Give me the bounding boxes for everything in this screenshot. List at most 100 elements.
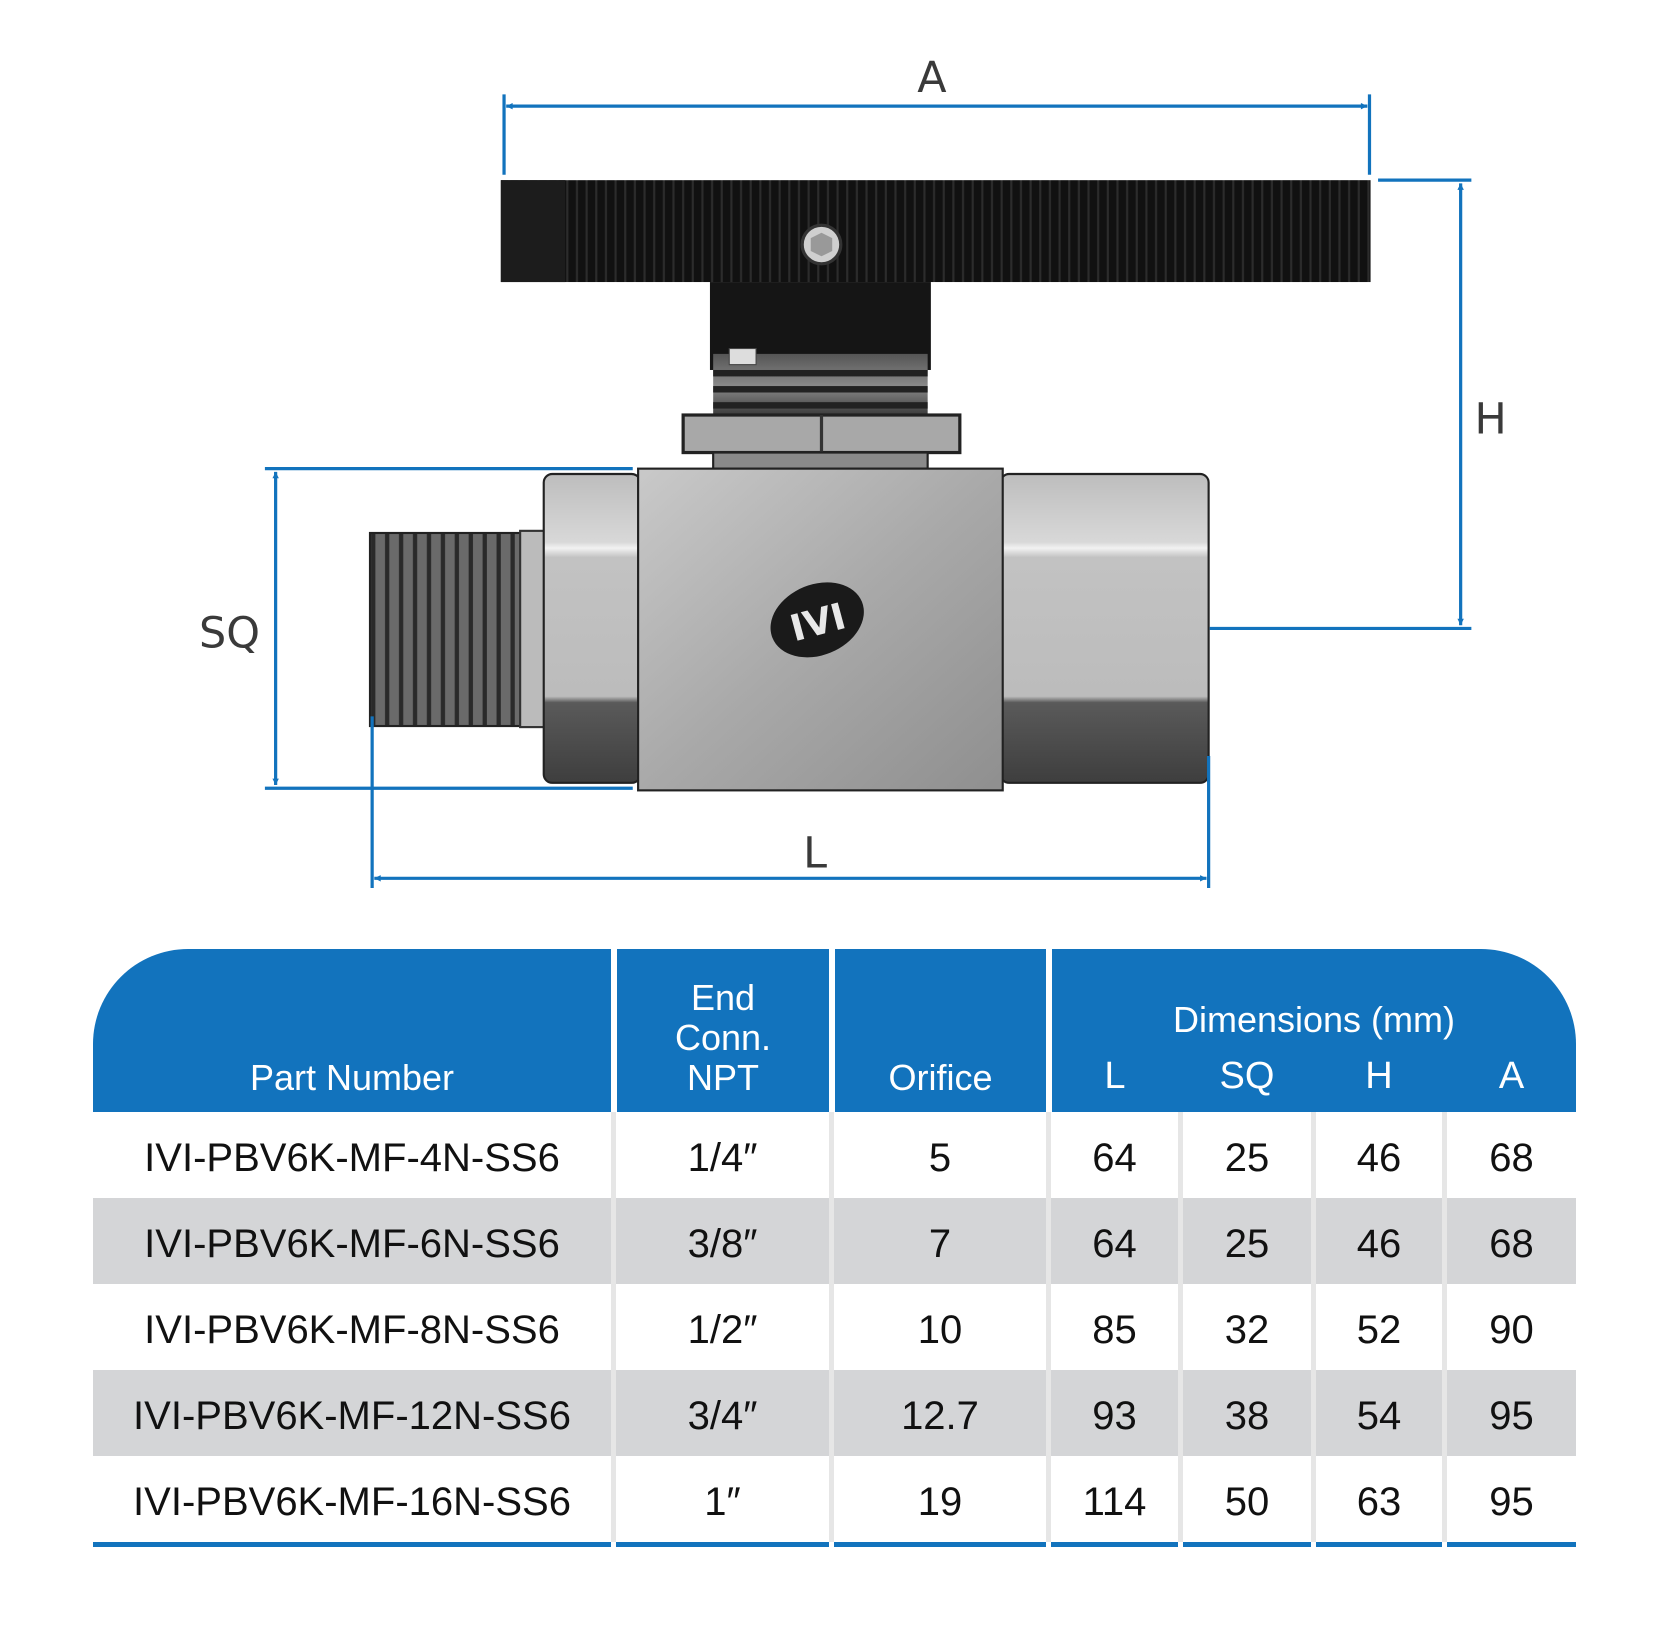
column-divider [611,1370,616,1456]
column-divider [1311,1198,1316,1284]
dimension-label-L: L [803,829,827,879]
column-divider [829,1284,834,1370]
header-end-conn-line1: End [690,977,756,1018]
valve-dimension-drawing: IVI A H SQ L [199,53,1507,888]
column-divider [1442,1112,1447,1198]
header-L: L [1104,1055,1126,1097]
header-orifice-label: Orifice [888,1057,993,1098]
cell-dim-A: 90 [1447,1284,1576,1370]
cell-end-conn: 1″ [616,1456,829,1542]
cell-dim-H: 46 [1316,1112,1442,1198]
column-divider [611,1284,616,1370]
cell-dim-L: 114 [1051,1456,1178,1542]
cell-end-conn: 3/8″ [616,1198,829,1284]
cell-end-conn: 3/4″ [616,1370,829,1456]
dimension-SQ [264,467,633,790]
column-divider [829,1112,834,1198]
table-header: Part Number End Conn. NPT Orifice Dimens… [93,949,1576,1112]
header-H: H [1365,1055,1393,1097]
header-dimensions: Dimensions (mm) [1172,999,1456,1040]
dimension-A [502,94,1372,175]
column-divider [1178,1284,1183,1370]
column-divider [1178,1198,1183,1284]
header-dimensions-group: Dimensions (mm) L SQ H A [1052,949,1576,1112]
cell-dim-A: 68 [1447,1198,1576,1284]
cell-dim-A: 95 [1447,1456,1576,1542]
cell-dim-SQ: 50 [1183,1456,1311,1542]
cell-dim-H: 63 [1316,1456,1442,1542]
bottom-rule-segment [1051,1542,1178,1547]
cell-dim-L: 64 [1051,1112,1178,1198]
cell-dim-H: 52 [1316,1284,1442,1370]
cell-dim-L: 85 [1051,1284,1178,1370]
dimension-label-H: H [1475,394,1507,444]
header-orifice: Orifice [835,949,1046,1112]
column-divider [1311,1112,1316,1198]
column-divider [1046,1284,1051,1370]
cell-end-conn: 1/2″ [616,1284,829,1370]
dimension-label-A: A [917,53,946,103]
stem-threads [713,347,928,419]
cell-dim-SQ: 25 [1183,1198,1311,1284]
cell-orifice: 7 [834,1198,1046,1284]
header-end-conn: End Conn. NPT [617,949,829,1112]
header-divider [1046,949,1052,1112]
bottom-rule-segment [1316,1542,1442,1547]
bottom-rule-segment [93,1542,611,1547]
cell-orifice: 10 [834,1284,1046,1370]
header-end-conn-line2: Conn. [674,1017,772,1058]
bottom-rule-segment [834,1542,1046,1547]
cell-dim-A: 95 [1447,1370,1576,1456]
bottom-rule-segment [1447,1542,1576,1547]
header-A: A [1498,1055,1525,1097]
column-divider [611,1456,616,1542]
column-divider [1046,1370,1051,1456]
column-divider [829,1370,834,1456]
dimension-L [370,716,1211,888]
table-bottom-rule [93,1542,1576,1547]
column-divider [1178,1370,1183,1456]
column-divider [1442,1370,1447,1456]
column-divider [829,1198,834,1284]
right-hex-female-end [999,472,1210,784]
column-divider [829,1456,834,1542]
cell-part-number: IVI-PBV6K-MF-4N-SS6 [93,1112,611,1198]
header-SQ: SQ [1219,1055,1275,1097]
column-divider [1046,1198,1051,1284]
cell-dim-H: 54 [1316,1370,1442,1456]
column-divider [1178,1456,1183,1542]
column-divider [1046,1112,1051,1198]
packing-nut [681,413,962,455]
cell-dim-SQ: 38 [1183,1370,1311,1456]
cell-dim-SQ: 32 [1183,1284,1311,1370]
header-end-conn-line3: NPT [687,1057,759,1098]
column-divider [1311,1284,1316,1370]
handle-knob [500,180,1371,283]
cell-end-conn: 1/4″ [616,1112,829,1198]
column-divider [1311,1456,1316,1542]
cell-dim-L: 93 [1051,1370,1178,1456]
column-divider [1178,1112,1183,1198]
column-divider [611,1112,616,1198]
bottom-rule-segment [616,1542,829,1547]
column-divider [1046,1456,1051,1542]
dimension-label-SQ: SQ [199,609,260,659]
cell-dim-L: 64 [1051,1198,1178,1284]
cell-part-number: IVI-PBV6K-MF-8N-SS6 [93,1284,611,1370]
cell-dim-A: 68 [1447,1112,1576,1198]
column-divider [611,1198,616,1284]
header-part-number-label: Part Number [249,1057,455,1098]
column-divider [1442,1284,1447,1370]
dimension-H [1209,178,1472,631]
cell-part-number: IVI-PBV6K-MF-12N-SS6 [93,1370,611,1456]
male-thread-end [368,531,527,728]
cell-dim-H: 46 [1316,1198,1442,1284]
cell-dim-SQ: 25 [1183,1112,1311,1198]
cell-part-number: IVI-PBV6K-MF-6N-SS6 [93,1198,611,1284]
